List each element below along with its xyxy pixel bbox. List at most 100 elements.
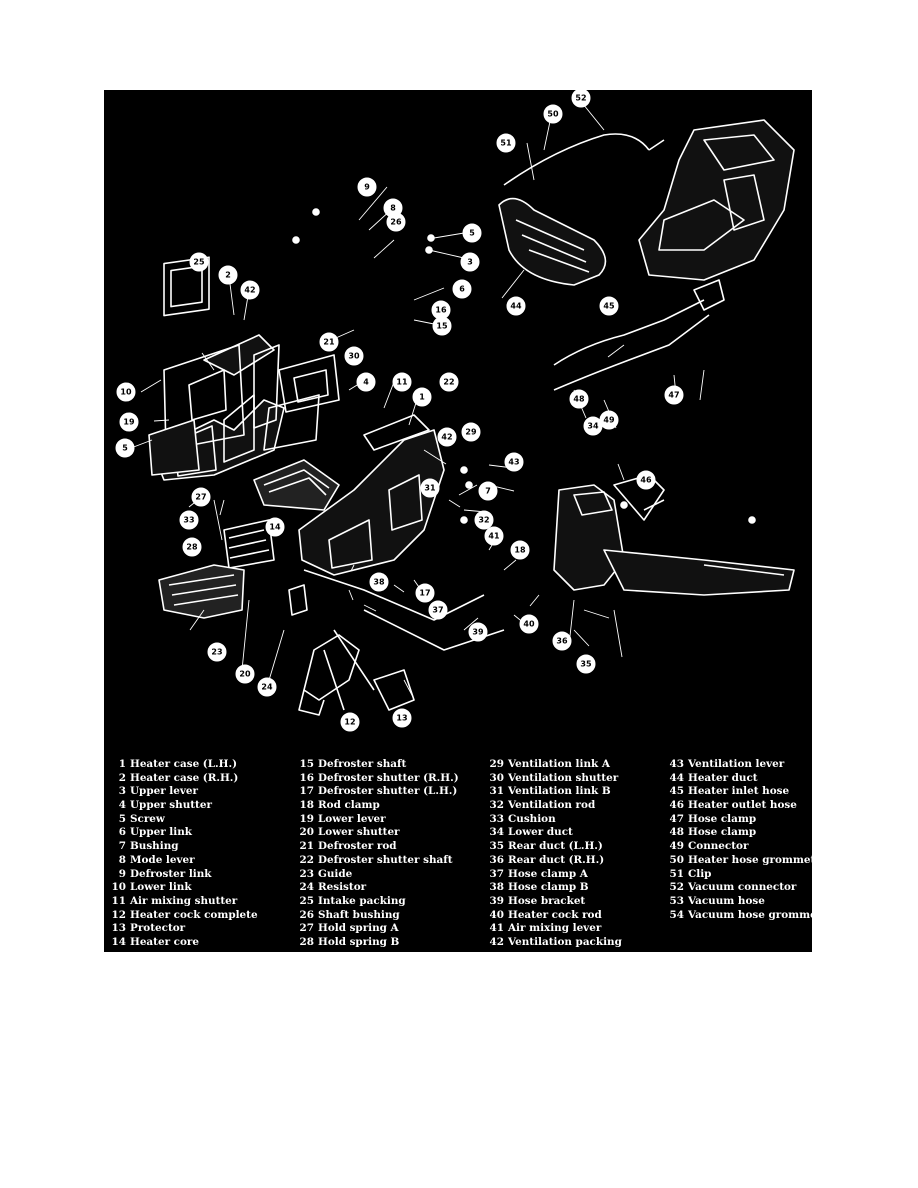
heater-cock-drawing: [298, 634, 360, 716]
legend-label: Screw: [130, 812, 165, 825]
callout-number: 38: [373, 578, 385, 587]
legend-entry: 31 Ventilation link B: [484, 785, 622, 799]
callout-number: 7: [485, 487, 491, 496]
callout-number: 15: [436, 322, 448, 331]
legend-label: Intake packing: [318, 894, 406, 907]
callout-number: 1: [419, 393, 425, 402]
legend-label: Hose clamp B: [508, 881, 589, 894]
callout-number: 4: [363, 378, 369, 387]
legend-number: 29: [489, 758, 504, 770]
callout-number: 37: [432, 606, 443, 615]
callout-number: 51: [500, 139, 512, 148]
callout-26: 26: [386, 212, 406, 232]
callout-39: 39: [468, 622, 488, 642]
lower-shutter-drawing: [223, 519, 275, 569]
legend-label: Upper lever: [130, 785, 198, 798]
legend-label: Hold spring B: [318, 935, 400, 948]
legend-number: 20: [299, 826, 314, 839]
legend-label: Lower duct: [508, 826, 573, 839]
legend-label: Hose bracket: [508, 894, 586, 907]
callout-50: 50: [543, 104, 563, 124]
legend-number: 49: [669, 840, 684, 853]
callout-23: 23: [207, 642, 227, 662]
legend-label: Lower link: [130, 881, 192, 894]
vacuum-hose-drawing: [503, 133, 665, 186]
legend-number: 2: [118, 771, 126, 784]
callout-number: 42: [244, 286, 255, 295]
intake-packing-drawing: [163, 256, 210, 317]
legend-label: Ventilation link B: [508, 785, 611, 798]
callout-number: 16: [435, 306, 447, 315]
legend-label: Vacuum connector: [688, 881, 797, 894]
callout-49: 49: [599, 410, 619, 430]
legend-number: 31: [489, 785, 504, 798]
callout-18: 18: [510, 540, 530, 560]
callout-number: 17: [419, 589, 430, 598]
callout-34: 34: [583, 416, 603, 436]
callout-number: 47: [668, 391, 679, 400]
callout-25: 25: [189, 252, 209, 272]
callout-52: 52: [571, 90, 591, 108]
legend-label: Rod clamp: [318, 799, 380, 812]
legend-number: 42: [489, 935, 504, 948]
legend-label: Mode lever: [130, 853, 195, 866]
callout-number: 25: [193, 258, 205, 267]
callout-5b: 5: [115, 438, 135, 458]
callout-22: 22: [439, 372, 459, 392]
legend-number: 32: [489, 799, 504, 812]
callout-42b: 42: [437, 427, 457, 447]
legend-number: 10: [111, 881, 126, 894]
guide-drawing: [158, 564, 245, 619]
legend-number: 47: [669, 812, 684, 825]
legend-number: 22: [299, 853, 314, 866]
heater-case-left-drawing: [148, 334, 285, 481]
callout-17: 17: [415, 583, 435, 603]
callout-number: 36: [556, 637, 568, 646]
legend-number: 14: [111, 935, 126, 948]
legend-label: Ventilation shutter: [508, 771, 619, 784]
legend-number: 16: [299, 771, 314, 784]
callout-number: 13: [396, 714, 407, 723]
callout-6: 6: [452, 279, 472, 299]
legend-number: 26: [299, 908, 314, 921]
legend-label: Rear duct (L.H.): [508, 840, 603, 853]
callout-number: 46: [640, 476, 652, 485]
legend-label: Heater inlet hose: [688, 785, 790, 798]
legend-number: 21: [299, 840, 314, 853]
callout-7: 7: [478, 481, 498, 501]
legend-label: Upper shutter: [130, 799, 212, 812]
callout-number: 31: [424, 484, 436, 493]
legend-number: 53: [669, 894, 684, 907]
screws-drawing: [292, 208, 756, 524]
legend-label: Air mixing shutter: [130, 894, 238, 907]
legend-label: Defroster link: [130, 867, 212, 880]
legend-label: Heater outlet hose: [688, 799, 797, 812]
callout-11: 11: [392, 372, 412, 392]
legend-label: Heater hose grommet: [688, 853, 816, 866]
callout-number: 11: [396, 378, 408, 387]
